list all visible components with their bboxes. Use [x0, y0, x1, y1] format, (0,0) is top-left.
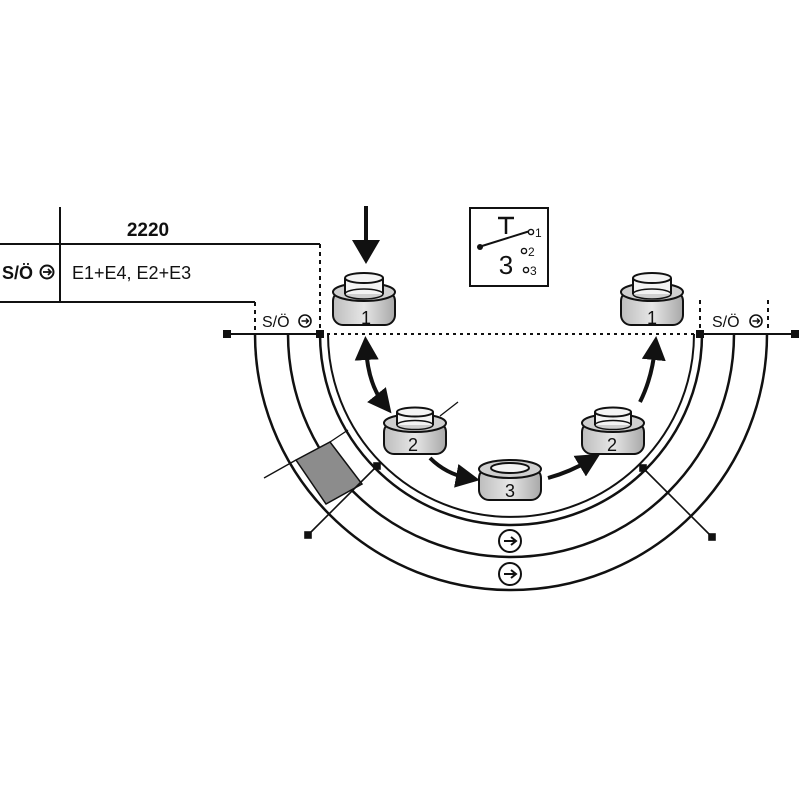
inner-arc — [327, 333, 695, 518]
arrow-b2-b3 — [428, 456, 480, 488]
button-2-left-pointer — [439, 401, 459, 417]
combination-label: E1+E4, E2+E3 — [72, 263, 191, 283]
track-direction-icon-inner — [498, 529, 522, 553]
shaded-band-pointer-left — [263, 459, 297, 479]
track-direction-icon-outer — [498, 562, 522, 586]
track-left-label: S/Ö — [262, 313, 290, 331]
track-right-direction-icon — [749, 314, 763, 328]
button-3 — [478, 459, 542, 501]
down-arrow-icon — [352, 206, 380, 264]
switch-position-1: 1 — [535, 226, 542, 240]
button-2-right — [581, 406, 645, 455]
flow-arrows — [354, 336, 666, 488]
table-direction-icon — [39, 264, 55, 280]
track-right-label: S/Ö — [712, 313, 740, 331]
switch-number: 3 — [499, 250, 513, 280]
arrow-b1-b2 — [354, 336, 392, 414]
radial-markers — [304, 462, 716, 541]
button-3-label: 3 — [505, 481, 515, 501]
button-2-left — [383, 406, 447, 455]
shaded-band — [294, 441, 364, 505]
switch-symbol-icon — [469, 207, 549, 287]
arrow-b3-b2r — [547, 453, 601, 480]
track-left-direction-icon — [298, 314, 312, 328]
button-1-left — [332, 272, 396, 326]
table-left-label: S/Ö — [2, 263, 33, 283]
header-table — [0, 207, 321, 330]
button-1-right-label: 1 — [647, 308, 657, 328]
track-baseline — [223, 300, 799, 338]
button-2-right-label: 2 — [607, 435, 617, 455]
button-1-right — [620, 272, 684, 326]
arrow-b2r-b1r — [638, 336, 666, 403]
switch-position-3: 3 — [530, 264, 537, 278]
button-1-left-label: 1 — [361, 308, 371, 328]
switch-position-2: 2 — [528, 245, 535, 259]
semicircle-tracks — [253, 333, 769, 592]
button-2-left-label: 2 — [408, 435, 418, 455]
shaded-band-pointer-top — [329, 429, 349, 443]
code-label: 2220 — [127, 220, 169, 241]
